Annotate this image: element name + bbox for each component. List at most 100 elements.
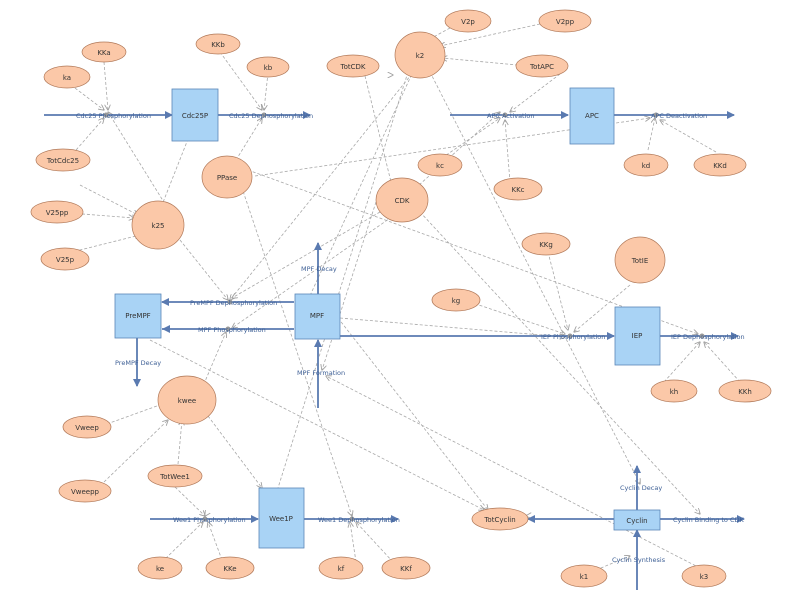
svg-text:KKc: KKc [511,186,524,194]
param-v25pp[interactable]: V25pp [30,200,84,224]
param-k1[interactable]: k1 [560,564,608,588]
flow-label-wee1-dephos: Wee1 Dephosphorylation [318,516,400,524]
param-k25[interactable]: k25 [131,200,185,250]
stock-mpf[interactable]: MPF [294,293,341,340]
svg-text:kh: kh [670,388,679,396]
flow-label-cdc25-phos: Cdc25 Phosphorylation [76,112,151,120]
param-ka[interactable]: ka [43,65,91,89]
svg-text:k25: k25 [152,222,165,230]
param-totcyclin[interactable]: TotCyclin [471,507,529,531]
svg-text:CDK: CDK [395,197,410,205]
svg-text:MPF: MPF [310,312,324,320]
svg-text:ke: ke [156,565,164,573]
svg-text:k1: k1 [580,573,589,581]
param-kkg[interactable]: KKg [521,232,571,256]
svg-text:KKa: KKa [97,49,110,57]
svg-text:IEP: IEP [632,332,643,340]
svg-text:TotAPC: TotAPC [529,63,554,71]
param-v25p[interactable]: V25p [40,247,90,271]
param-kka[interactable]: KKa [81,41,127,63]
param-v2pp[interactable]: V2pp [538,9,592,33]
svg-text:kwee: kwee [178,397,196,405]
svg-text:kf: kf [338,565,345,573]
param-kkd[interactable]: KKd [693,153,747,177]
svg-text:Wee1P: Wee1P [269,515,293,523]
flow-label-prempf-dephos: PreMPF Dephosphorylation [190,299,277,307]
flow-label-iep-dephos: IEP Dephosphorylation [671,333,745,341]
param-totcdk[interactable]: TotCDK [326,54,380,78]
parameters: KKa ka TotCdc25 V25pp V25p k25 KKb kb PP… [30,9,772,588]
flow-label-iep-phos: IEP Phosphorylation [541,333,605,341]
param-kg[interactable]: kg [431,288,481,312]
species: Cdc25P APC PreMPF MPF IEP Wee1P Cyclin [114,87,661,549]
param-kh[interactable]: kh [650,379,698,403]
svg-text:kc: kc [436,162,444,170]
svg-text:KKd: KKd [713,162,727,170]
svg-text:KKb: KKb [211,41,225,49]
svg-text:Vweepp: Vweepp [71,488,100,496]
param-vweepp[interactable]: Vweepp [58,479,112,503]
svg-text:kd: kd [642,162,651,170]
svg-text:KKh: KKh [738,388,752,396]
param-kc[interactable]: kc [417,153,463,177]
flow-label-mpf-formation: MPF Formation [297,369,345,377]
svg-text:APC: APC [585,112,599,120]
param-ke[interactable]: ke [137,556,183,580]
svg-text:V25p: V25p [56,256,75,264]
param-totcdc25[interactable]: TotCdc25 [35,148,91,172]
param-kkc[interactable]: KKc [493,177,543,201]
flow-label-apc-act: APC Activation [487,112,535,120]
svg-text:kg: kg [452,297,461,305]
svg-text:PreMPF: PreMPF [125,312,150,320]
param-totapc[interactable]: TotAPC [515,54,569,78]
flow-label-prempf-decay: PreMPF Decay [115,359,161,367]
param-totie[interactable]: TotIE [614,236,666,284]
svg-text:KKg: KKg [539,241,553,249]
param-kf[interactable]: kf [318,556,364,580]
param-kkf[interactable]: KKf [381,556,431,580]
param-k3[interactable]: k3 [681,564,727,588]
flow-labels: Cdc25 Phosphorylation Cdc25 Dephosphoryl… [76,112,745,564]
param-kd[interactable]: kd [623,153,669,177]
svg-text:TotCdc25: TotCdc25 [46,157,79,165]
param-kb[interactable]: kb [246,56,290,78]
param-totwee1[interactable]: TotWee1 [147,464,203,488]
flow-valves [103,112,705,522]
svg-text:TotCDK: TotCDK [340,63,366,71]
svg-text:kb: kb [264,64,273,72]
stock-iep[interactable]: IEP [614,306,661,366]
param-v2p[interactable]: V2p [444,9,492,33]
param-kkh[interactable]: KKh [718,379,772,403]
svg-text:TotIE: TotIE [631,257,649,265]
svg-text:TotCyclin: TotCyclin [483,516,515,524]
flow-label-cdc25-dephos: Cdc25 Dephosphorylation [229,112,313,120]
svg-text:KKe: KKe [223,565,236,573]
flow-label-cyclin-synthesis: Cyclin Synthesis [612,556,666,564]
flow-label-mpf-decay: MPF Decay [301,265,337,273]
flow-label-cyclin-decay: Cyclin Decay [620,484,662,492]
flow-label-mpf-phos: MPF Phosphorylation [198,326,266,334]
svg-text:Vweep: Vweep [75,424,99,432]
param-cdk[interactable]: CDK [375,177,429,223]
stock-cdc25p[interactable]: Cdc25P [171,88,219,142]
stock-apc[interactable]: APC [569,87,615,145]
svg-text:Cdc25P: Cdc25P [182,112,208,120]
flow-label-cyclin-binding: Cyclin Binding to CDK [673,516,745,524]
svg-text:k2: k2 [416,52,425,60]
svg-text:Cyclin: Cyclin [626,517,647,525]
svg-text:V2p: V2p [461,18,475,26]
svg-text:V25pp: V25pp [46,209,69,217]
svg-text:ka: ka [63,74,71,82]
param-kkb[interactable]: KKb [195,33,241,55]
param-ppase[interactable]: PPase [201,155,253,199]
stock-cyclin[interactable]: Cyclin [613,509,661,531]
stock-wee1p[interactable]: Wee1P [258,487,305,549]
stock-prempf[interactable]: PreMPF [114,293,162,339]
param-kke[interactable]: KKe [205,556,255,580]
param-kwee[interactable]: kwee [157,375,217,425]
svg-text:KKf: KKf [400,565,412,573]
param-vweep[interactable]: Vweep [62,415,112,439]
param-k2[interactable]: k2 [394,31,446,79]
svg-text:PPase: PPase [217,174,237,182]
